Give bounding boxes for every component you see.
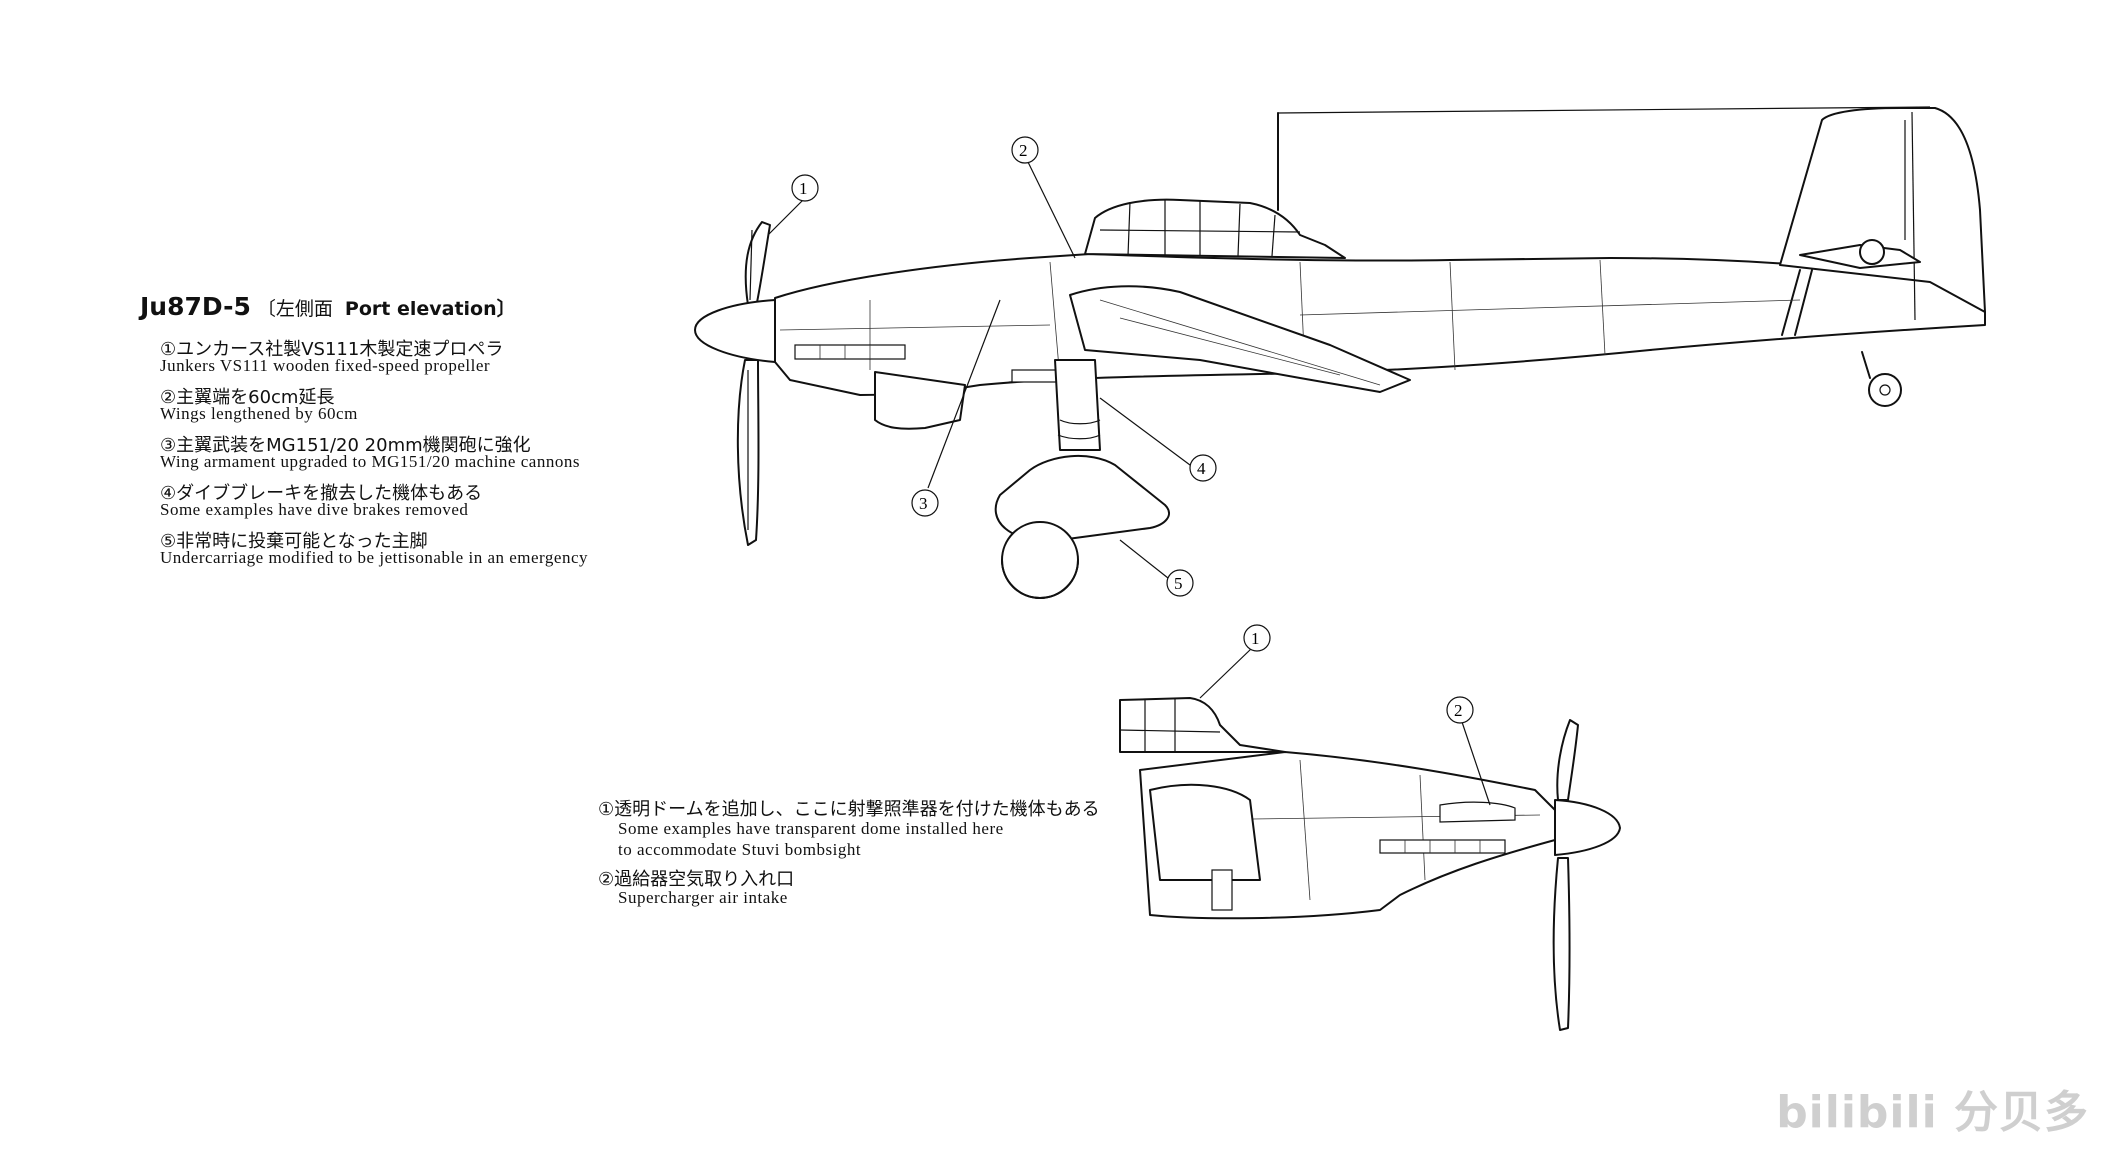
canopy [1084,198,1346,259]
tail-wheel [1861,351,1902,407]
main-undercarriage [994,359,1170,599]
note-top-1-jp: ①ユンカース社製VS111木製定速プロペラ [160,339,504,360]
note-top-4-jp: ④ダイブブレーキを撤去した機体もある [160,483,483,504]
engine-chin-radiator [874,371,966,430]
callout-bottom-1: 1 [1251,629,1260,648]
title-jp: 〔左側面 [256,298,333,320]
note-top-5-jp: ⑤非常時に投棄可能となった主脚 [160,531,428,552]
callout-top-4: 4 [1197,459,1206,478]
wing-cannon [1011,369,1063,383]
title-en: Port elevation〕 [344,298,516,320]
note-top-2-en: Wings lengthened by 60cm [160,404,358,423]
note-bottom-2-en: Supercharger air intake [618,888,788,907]
wing-root [1069,285,1411,393]
callout-top-3: 3 [919,494,928,513]
note-bottom-1-en-line1: Some examples have transparent dome inst… [618,819,1004,838]
callouts-bottom: 1 2 [1199,624,1491,806]
callout-bottom-2: 2 [1454,701,1463,720]
callouts-top: 1 2 3 4 5 [767,136,1217,597]
note-top-4-en: Some examples have dive brakes removed [160,500,469,519]
callout-top-5: 5 [1174,574,1183,593]
note-top-3-jp: ③主翼武装をMG151/20 20mm機関砲に強化 [160,435,531,456]
note-top-2-jp: ②主翼端を60cm延長 [160,387,335,408]
callout-top-1: 1 [799,179,808,198]
detail-front-fuselage [1119,697,1621,1031]
exhaust-stubs [794,344,906,360]
diagram-title: Ju87D-5〔左側面 Port elevation〕 [140,292,516,321]
spinner [694,299,776,363]
note-top-1-en: Junkers VS111 wooden fixed-speed propell… [160,356,491,375]
callout-top-2: 2 [1019,141,1028,160]
note-bottom-2-jp: ②過給器空気取り入れ口 [598,869,795,890]
title-main: Ju87D-5 [140,292,251,321]
note-bottom-1-en-line2: to accommodate Stuvi bombsight [618,840,862,859]
watermark: bilibili 分贝多 [1776,1087,2089,1138]
note-top-3-en: Wing armament upgraded to MG151/20 machi… [160,452,580,471]
note-top-5-en: Undercarriage modified to be jettisonabl… [160,548,588,567]
note-bottom-1-jp: ①透明ドームを追加し、ここに射撃照準器を付けた機体もある [598,799,1100,820]
propeller [736,221,771,546]
side-elevation-aircraft [694,106,1986,599]
